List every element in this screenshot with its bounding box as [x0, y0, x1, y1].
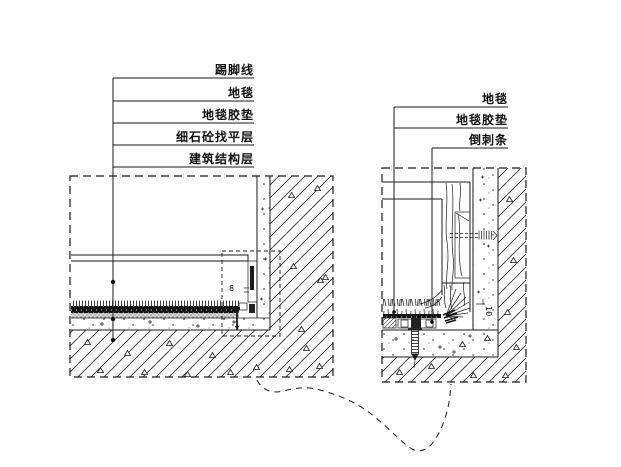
right-top-lines: [382, 181, 471, 312]
left-tack-strip: [238, 302, 255, 313]
left-nail: [234, 307, 240, 331]
left-concrete-leveling-layer: [71, 318, 270, 330]
label-carpet-right: 地毯: [482, 91, 508, 106]
right-structure-hatch: [382, 168, 526, 382]
right-dimension-10: 10: [476, 299, 493, 316]
label-carpet: 地毯: [228, 85, 254, 100]
left-skirting-top-line: [71, 254, 249, 262]
left-skirting-board: 8: [229, 260, 258, 303]
right-skirting-board: [442, 182, 498, 310]
right-labels: 地毯 地毯胶垫 倒刺条: [456, 91, 508, 147]
right-section-boundary: [381, 167, 527, 383]
left-carpet-pad-layer: [71, 313, 239, 318]
left-skirting-anchor: [250, 266, 254, 290]
right-concrete-leveling-layer: [382, 330, 498, 357]
left-label-leaders: [110, 77, 254, 343]
right-wall-screw: [450, 230, 498, 241]
dim-10-label: 10: [484, 306, 493, 316]
right-carpet-pile: [383, 299, 441, 316]
left-carpet-layer: [71, 306, 239, 313]
left-carpet-pile: [71, 300, 239, 306]
left-section-boundary: [69, 175, 334, 378]
right-tack-strip: [382, 317, 437, 329]
left-skirting-dim-label: 8: [229, 284, 234, 293]
right-label-leaders: [392, 106, 508, 324]
right-floor-layers: [382, 299, 498, 369]
right-detail-drawing: 10 地毯 地毯胶垫 倒刺条: [381, 91, 527, 383]
right-carpet-base: [383, 314, 441, 318]
left-floor-layers: [71, 300, 270, 331]
right-skirting-inner-batten: [454, 211, 471, 279]
label-carpet-pad: 地毯胶垫: [202, 107, 254, 122]
left-detail-drawing: 8: [69, 62, 334, 378]
left-detail-callout-rect: [221, 250, 281, 337]
detail-connector-curve: [256, 379, 452, 452]
right-wall-plaster-band: [472, 168, 499, 357]
label-skirting-line: 踢脚线: [215, 62, 254, 77]
left-wall-plaster-band: [256, 176, 271, 330]
label-fine-stone-concrete-leveling: 细石砼找平层: [176, 129, 254, 144]
left-labels: 踢脚线 地毯 地毯胶垫 细石砼找平层 建筑结构层: [176, 62, 254, 166]
label-tack-strip: 倒刺条: [468, 132, 508, 147]
label-building-structure: 建筑结构层: [188, 151, 254, 166]
left-structure-hatch: [70, 176, 333, 377]
label-carpet-pad-right: 地毯胶垫: [456, 112, 508, 127]
